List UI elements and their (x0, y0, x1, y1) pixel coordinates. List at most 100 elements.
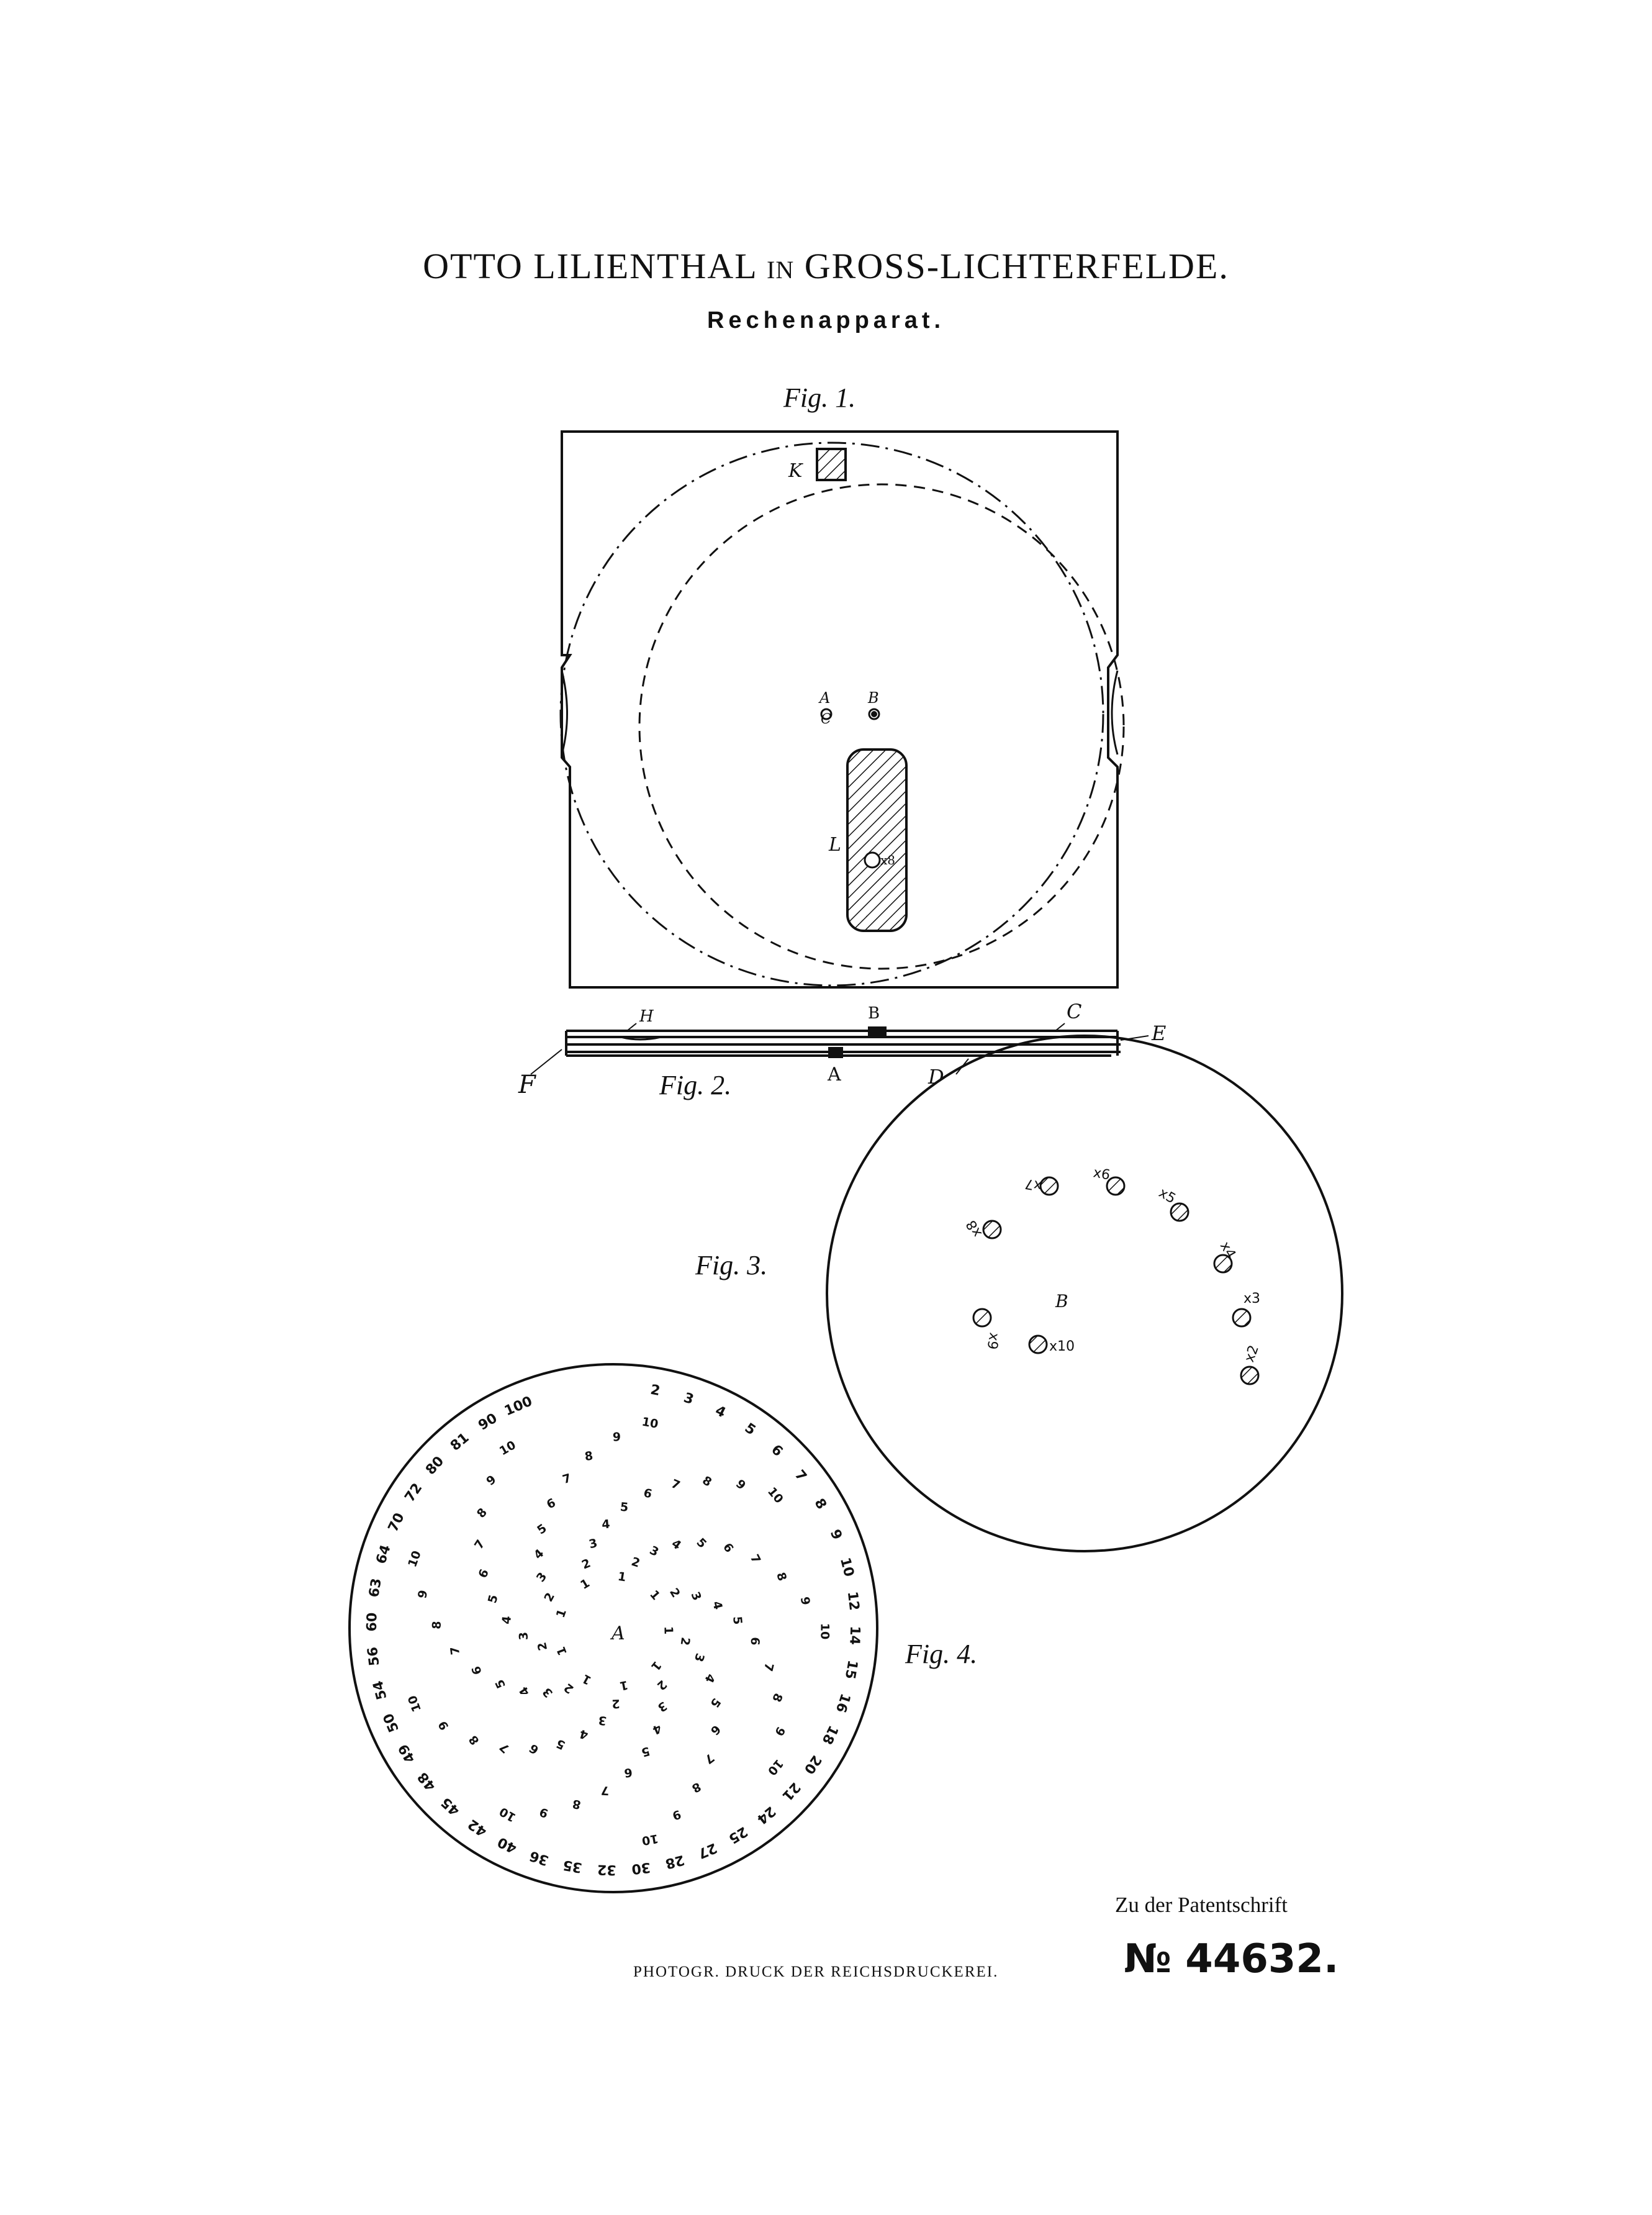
in-word: IN (767, 256, 795, 284)
fig4-spiral-digit: 2 (654, 1677, 670, 1693)
fig4-rim-number: 5 (742, 1420, 759, 1438)
fig4-spiral-digit: 1 (661, 1626, 675, 1635)
inventor-name: OTTO LILIENTHAL (423, 246, 757, 286)
fig2-letter-f: F (518, 1071, 536, 1099)
fig4-spiral-digit: 6 (469, 1665, 485, 1677)
svg-text:x9: x9 (983, 1331, 1001, 1351)
fig2-letter-e: E (1151, 1021, 1166, 1045)
fig4-rim-number: 20 (801, 1752, 824, 1777)
fig2-letter-a: A (827, 1064, 841, 1085)
fig4-spiral-digit: 2 (580, 1556, 593, 1572)
fig4-spiral-digit: 5 (554, 1736, 567, 1752)
fig4-spiral-digit: 10 (497, 1805, 518, 1824)
fig3-drawing (826, 1035, 1343, 1552)
fig4-spiral-digit: 8 (700, 1474, 714, 1490)
fig3-hole-x3 (1232, 1308, 1252, 1328)
fig4-spiral-digit: 10 (497, 1438, 518, 1458)
fig4-spiral-digit: 7 (669, 1477, 682, 1492)
fig4-spiral-digit: 3 (588, 1536, 599, 1551)
fig4-spiral-digit: 2 (612, 1696, 620, 1710)
fig4-rim-number: 8 (811, 1496, 829, 1512)
fig4-spiral-digit: 4 (517, 1684, 533, 1698)
fig4-spiral-digit: 3 (688, 1590, 703, 1603)
fig1-letter-k: K (788, 460, 803, 482)
fig1-large-circle (559, 442, 1104, 987)
fig1-letter-c: C (821, 712, 831, 727)
fig4-spiral-digit: 4 (531, 1546, 547, 1562)
fig4-spiral-digit: 6 (527, 1741, 541, 1757)
fig4-spiral-digit: 5 (485, 1593, 501, 1605)
fig4-rim-number: 42 (466, 1816, 490, 1839)
inventor-heading: OTTO LILIENTHAL IN GROSS-LICHTERFELDE. (0, 245, 1652, 287)
fig1-drawing (559, 430, 1125, 989)
fig4-spiral-digit: 10 (405, 1549, 424, 1569)
fig4-spiral-digit: 9 (733, 1477, 748, 1492)
svg-text:x10: x10 (1049, 1339, 1075, 1354)
fig4-spiral-digit: 8 (571, 1796, 582, 1811)
patent-number: № 44632. (1124, 1936, 1339, 1982)
fig4-spiral-digit: 4 (651, 1721, 664, 1737)
svg-text:x6: x6 (1092, 1165, 1111, 1183)
fig4-rim-number: 56 (365, 1646, 382, 1667)
fig4-rim-number: 30 (631, 1859, 651, 1877)
fig1-letter-a: A (818, 689, 830, 707)
fig4-spiral-digit: 10 (765, 1757, 786, 1778)
fig4-rim-number: 27 (695, 1839, 719, 1861)
fig4-spiral-digit: 9 (484, 1472, 499, 1488)
fig4-spiral-digit: 7 (448, 1646, 463, 1656)
fig4-spiral-digit: 4 (702, 1672, 718, 1685)
fig4-spiral-digit: 9 (613, 1430, 621, 1444)
fig4-spiral-digit: 10 (765, 1485, 786, 1506)
fig4-rim-number: 80 (423, 1454, 447, 1478)
fig4-rim-number: 45 (438, 1794, 463, 1818)
fig4-spiral-digit: 10 (641, 1415, 659, 1431)
fig4-spiral-digit: 1 (554, 1607, 569, 1619)
fig4-spiral-digit: 9 (670, 1807, 683, 1823)
fig4-rim-number: 28 (664, 1852, 686, 1872)
fig3-label-x2: x2 (1242, 1343, 1262, 1364)
fig3-hole-x7 (1039, 1176, 1059, 1196)
fig2-letter-d: D (928, 1065, 944, 1089)
fig4-rim-number: 72 (402, 1480, 426, 1505)
inventor-place: GROSS-LICHTERFELDE. (804, 246, 1229, 286)
fig4-rim-number: 54 (370, 1679, 390, 1701)
fig4-spiral-digit: 1 (617, 1570, 628, 1585)
fig2-letter-b: B (868, 1004, 880, 1023)
fig4-rim-number: 3 (682, 1390, 695, 1408)
fig4-spiral-digit: 8 (584, 1449, 594, 1464)
fig1-frame (561, 430, 1119, 989)
fig3-center-letter: B (1055, 1291, 1068, 1311)
fig4-spiral-digit: 5 (693, 1536, 709, 1551)
fig4-rim-number: 49 (395, 1741, 418, 1765)
fig2-letter-h: H (639, 1007, 654, 1026)
fig4-spiral-digit: 4 (602, 1517, 611, 1531)
fig4-rim-number: 7 (792, 1467, 810, 1485)
fig4-spiral-digit: 7 (472, 1538, 488, 1552)
fig1-window-k (816, 448, 847, 481)
fig4-rim-number: 9 (827, 1528, 845, 1542)
fig4-rim-number: 32 (597, 1861, 616, 1877)
fig4-spiral-digit: 7 (561, 1471, 573, 1487)
fig4-spiral-digit: 9 (772, 1724, 788, 1739)
fig4-spiral-digit: 1 (554, 1645, 570, 1657)
fig4-spiral-digit: 5 (707, 1695, 723, 1710)
fig4-rim-number: 15 (842, 1659, 860, 1680)
fig1-slot-l (846, 748, 908, 932)
fig4-spiral-digit: 6 (708, 1722, 723, 1737)
fig4-spiral-digit: 7 (702, 1751, 716, 1767)
fig4-spiral-digit: 10 (641, 1831, 659, 1847)
fig4-spiral-digit: 3 (517, 1631, 531, 1640)
fig4-spiral-digit: 2 (630, 1555, 641, 1570)
fig4-rim-number: 21 (779, 1779, 803, 1803)
fig4-spiral-digit: 1 (578, 1576, 592, 1592)
fig4-spiral-digit: 10 (405, 1693, 424, 1713)
fig4-spiral-digit: 8 (466, 1733, 482, 1747)
fig4-spiral-digit: 6 (544, 1496, 558, 1512)
svg-text:x8: x8 (964, 1217, 985, 1239)
svg-text:x3: x3 (1244, 1291, 1260, 1307)
fig4-spiral-digit: 4 (578, 1726, 590, 1742)
fig4-spiral-digit: 8 (769, 1691, 785, 1704)
fig4-spiral-digit: 8 (474, 1505, 490, 1521)
patent-reference-label: Zu der Patentschrift (1115, 1893, 1288, 1917)
